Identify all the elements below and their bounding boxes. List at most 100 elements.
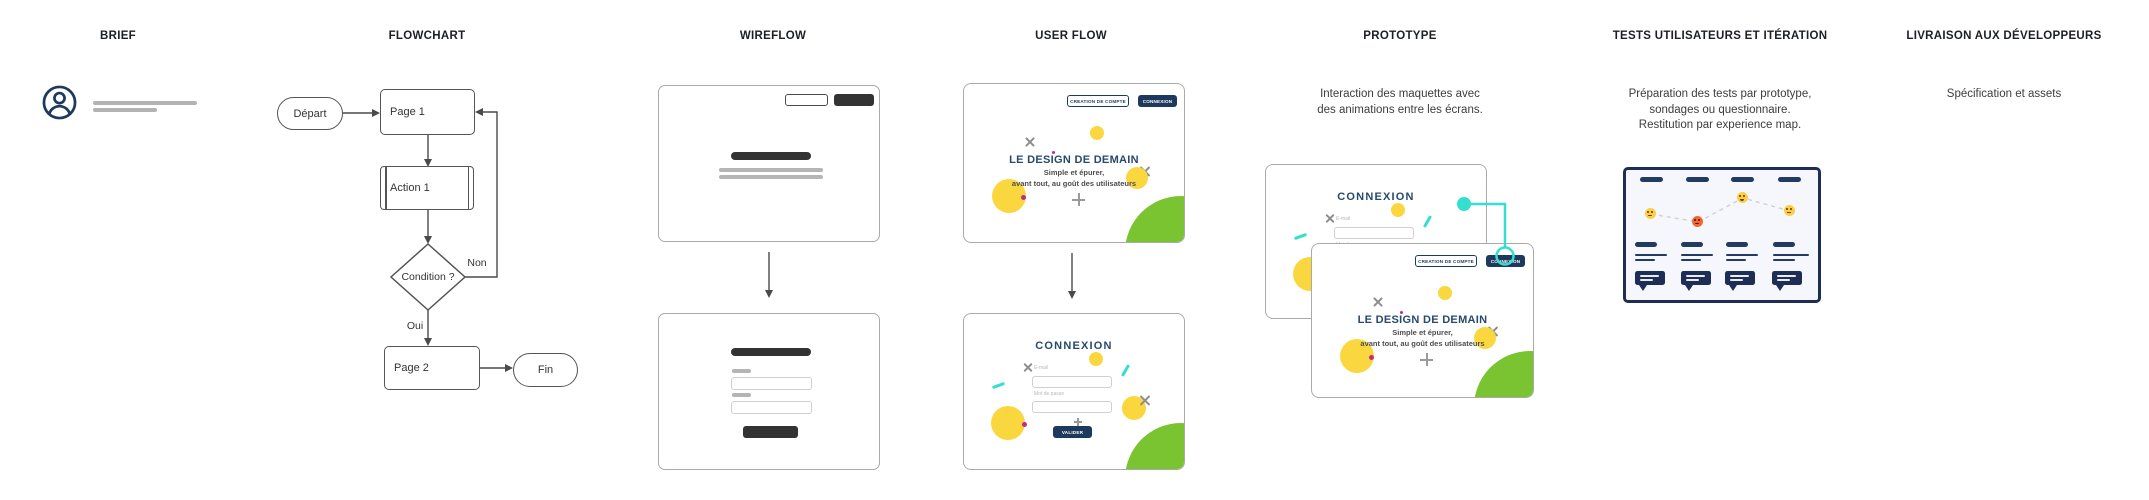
feedback-bubble-icon: [1681, 271, 1711, 291]
confused-face-icon: [1645, 208, 1656, 219]
wireframe-field-label: [732, 393, 751, 397]
login-button[interactable]: CONNEXION: [1486, 255, 1525, 267]
yellow-circle-decoration: [1340, 339, 1374, 373]
green-circle-decoration: [1125, 423, 1184, 469]
email-label: E-mail: [1034, 365, 1049, 371]
brief-text-line: [93, 108, 157, 112]
happy-face-icon: [1737, 192, 1748, 203]
landing-subtitle: Simple et épurer,: [1043, 168, 1105, 177]
flowchart-node-page2: Page 2: [384, 346, 480, 390]
submit-button[interactable]: VALIDER: [1053, 426, 1092, 438]
cross-decoration-icon: [1372, 296, 1384, 308]
tests-description-line: sondages ou questionnaire.: [1649, 103, 1791, 116]
landing-title: LE DESIGN DE DEMAIN: [1009, 154, 1139, 166]
yellow-circle-decoration: [1089, 352, 1103, 366]
wireframe-screen-form: [658, 313, 880, 470]
feedback-bubble-icon: [1725, 271, 1755, 291]
yellow-circle-decoration: [991, 406, 1025, 440]
feedback-bubble-icon: [1635, 271, 1665, 291]
feedback-bubble-icon: [1772, 271, 1802, 291]
prototype-screen-landing: CREATION DE COMPTE CONNEXION LE DESIGN D…: [1311, 243, 1534, 398]
map-note-line: [1635, 259, 1655, 261]
prototype-description: Interaction des maquettes avec des anima…: [1317, 87, 1483, 118]
wireframe-input[interactable]: [731, 377, 812, 390]
flowchart-node-condition-label: Condition ?: [401, 271, 455, 283]
yellow-circle-decoration: [1126, 167, 1148, 189]
plus-decoration-icon: [1074, 418, 1082, 426]
wireframe-input[interactable]: [731, 401, 812, 414]
magenta-dot-decoration: [1021, 195, 1026, 200]
cross-decoration-icon: [1324, 213, 1335, 224]
wireframe-submit-button[interactable]: [743, 426, 798, 438]
cross-decoration-icon: [1022, 362, 1033, 373]
flowchart-node-page1: Page 1: [380, 89, 475, 135]
signup-button[interactable]: CREATION DE COMPTE: [1415, 255, 1477, 267]
yellow-circle-decoration: [1474, 327, 1496, 349]
wireframe-title-bar: [731, 152, 811, 160]
magenta-dot-decoration: [1400, 311, 1403, 314]
flowchart-branch-no: Non: [467, 257, 487, 269]
section-title-wireflow: WIREFLOW: [739, 30, 807, 42]
green-circle-decoration: [1474, 351, 1533, 397]
signup-button[interactable]: CREATION DE COMPTE: [1067, 95, 1129, 107]
email-input[interactable]: [1334, 227, 1414, 239]
map-note-line: [1773, 254, 1809, 256]
wireframe-text-line: [719, 168, 823, 172]
login-title: CONNEXION: [1337, 191, 1415, 203]
prototype-description-line: des animations entre les écrans.: [1317, 103, 1483, 116]
map-step-dash: [1640, 177, 1663, 182]
magenta-dot-decoration: [1052, 151, 1055, 154]
tests-description-line: Préparation des tests par prototype,: [1628, 88, 1812, 100]
tests-description: Préparation des tests par prototype, son…: [1629, 87, 1812, 134]
section-title-delivery: LIVRAISON AUX DÉVELOPPEURS: [1906, 30, 2102, 42]
cross-decoration-icon: [1024, 136, 1036, 148]
cross-decoration-icon: [1138, 394, 1151, 407]
login-button[interactable]: CONNEXION: [1138, 95, 1177, 107]
green-circle-decoration: [1125, 196, 1184, 242]
password-input[interactable]: [1032, 401, 1112, 413]
wireframe-title-bar: [731, 348, 811, 356]
angry-face-icon: [1692, 216, 1703, 227]
user-avatar-icon: [42, 85, 77, 120]
yellow-circle-decoration: [1391, 203, 1405, 217]
email-label: E-mail: [1336, 216, 1351, 222]
landing-subtitle: Simple et épurer,: [1392, 328, 1453, 337]
landing-title: LE DESIGN DE DEMAIN: [1357, 314, 1488, 326]
tests-description-line: Restitution par experience map.: [1638, 119, 1802, 131]
map-note-line: [1681, 259, 1701, 261]
flowchart-node-action1: Action 1: [380, 166, 474, 210]
experience-map: [1623, 167, 1821, 303]
yellow-circle-decoration: [1438, 286, 1452, 300]
wireframe-screen-home: [658, 85, 880, 242]
map-note-line: [1635, 254, 1667, 256]
wireframe-button-outline[interactable]: [785, 94, 828, 106]
wireframe-field-label: [732, 369, 751, 373]
section-title-tests: TESTS UTILISATEURS ET ITÉRATION: [1612, 30, 1828, 42]
map-note-line: [1726, 259, 1746, 261]
map-note-title: [1681, 242, 1703, 247]
brief-text-line: [93, 101, 197, 105]
wireframe-button-filled[interactable]: [834, 94, 874, 106]
flowchart-node-start: Départ: [277, 97, 343, 130]
map-step-dash: [1778, 177, 1801, 182]
confused-face-icon: [1784, 205, 1795, 216]
landing-subtitle: avant tout, au goût des utilisateurs: [1011, 179, 1137, 188]
map-note-title: [1726, 242, 1748, 247]
delivery-description: Spécification et assets: [1946, 88, 2062, 100]
teal-dash-decoration: [1293, 232, 1308, 241]
teal-dash-decoration: [1422, 215, 1433, 228]
flowchart-node-end: Fin: [513, 353, 578, 387]
userflow-screen-landing: CREATION DE COMPTE CONNEXION LE DESIGN D…: [963, 83, 1185, 243]
section-title-prototype: PROTOTYPE: [1363, 30, 1437, 42]
email-input[interactable]: [1032, 376, 1112, 388]
map-step-dash: [1686, 177, 1709, 182]
map-note-title: [1635, 242, 1657, 247]
teal-dash-decoration: [1120, 364, 1131, 377]
magenta-dot-decoration: [1369, 355, 1374, 360]
map-note-line: [1726, 254, 1758, 256]
map-note-line: [1773, 259, 1795, 261]
login-title: CONNEXION: [1035, 340, 1113, 352]
userflow-screen-login: CONNEXION E-mail Mot de passe VALIDER: [963, 313, 1185, 470]
plus-decoration-icon: [1072, 193, 1085, 206]
